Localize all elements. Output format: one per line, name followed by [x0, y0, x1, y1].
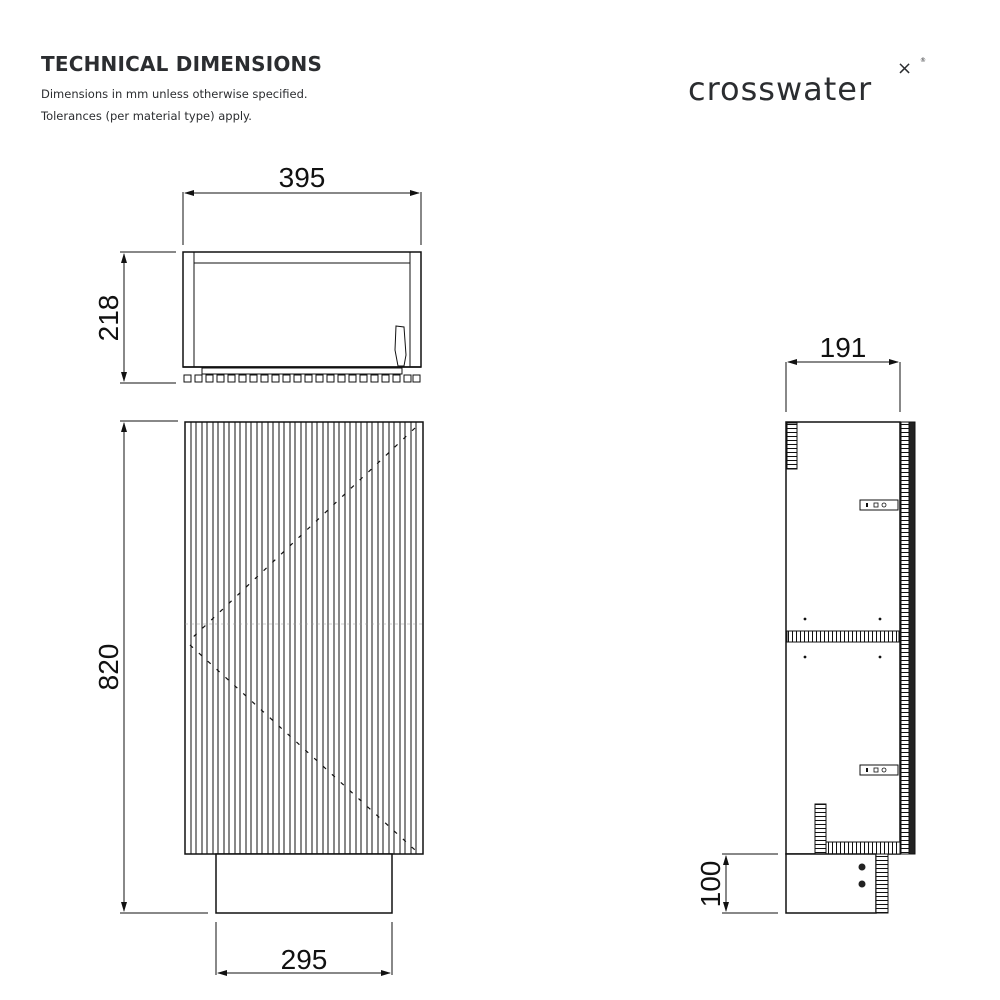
top-depth-dimension: 218	[93, 295, 124, 342]
plinth-width-dimension: 295	[281, 944, 328, 975]
door-slats	[190, 422, 417, 854]
side-view: 191 100	[695, 332, 916, 914]
front-view: 820	[93, 420, 424, 976]
logo-x-mark-icon: ×	[897, 58, 913, 79]
page-title: TECHNICAL DIMENSIONS	[41, 52, 323, 76]
units-note: Dimensions in mm unless otherwise specif…	[41, 87, 308, 101]
top-width-dimension: 395	[279, 162, 326, 193]
front-height-dimension: 820	[93, 644, 124, 691]
top-slat-profiles	[183, 374, 421, 383]
top-view: 395 218	[93, 162, 422, 384]
logo-wordmark: crosswater	[688, 70, 873, 108]
plinth-height-dimension: 100	[695, 861, 726, 908]
tolerance-note: Tolerances (per material type) apply.	[41, 109, 252, 123]
side-depth-dimension: 191	[820, 332, 867, 363]
registered-mark-icon: ®	[920, 57, 926, 64]
